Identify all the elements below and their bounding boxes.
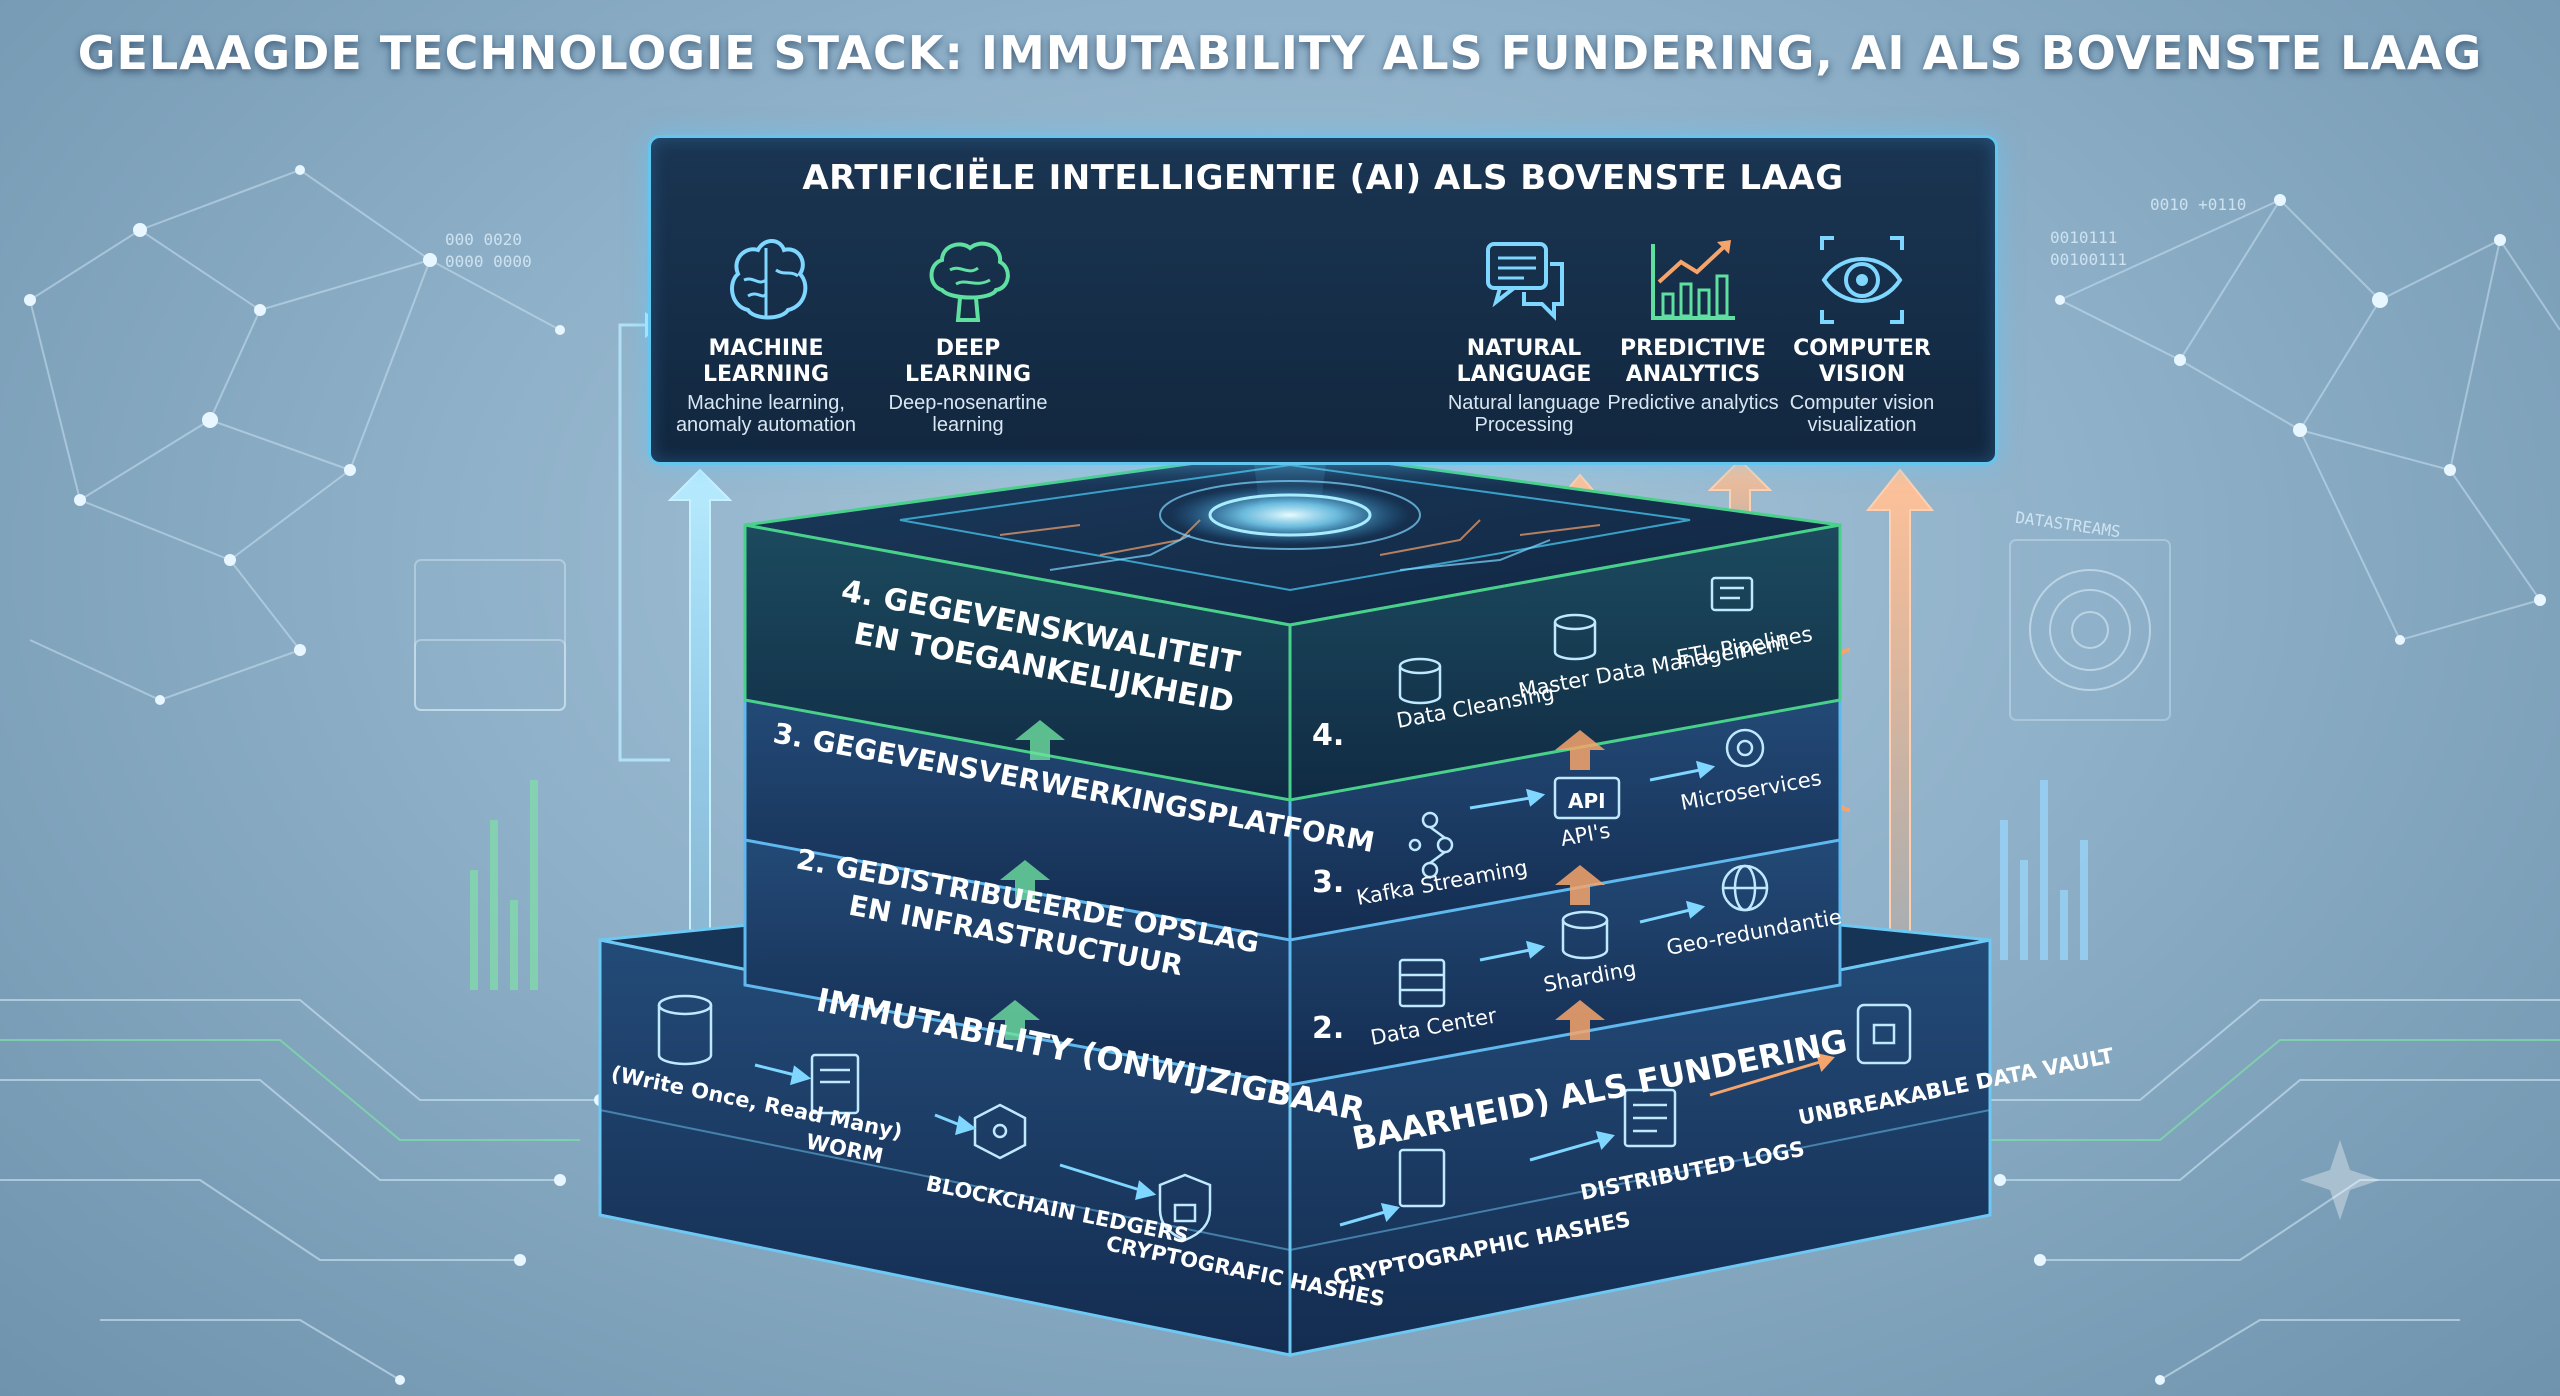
certificate-icon: [1398, 1148, 1446, 1208]
ai-item-predictive-analytics: PREDICTIVE ANALYTICS Predictive analytic…: [1598, 230, 1788, 414]
lock-shield-icon: [1158, 1173, 1212, 1242]
brain-circuit-icon: [929, 241, 1010, 322]
bits-annotation-3: 00100111: [2050, 250, 2128, 269]
ai-item-name: MACHINE LEARNING: [702, 336, 830, 387]
database-icon: [657, 994, 713, 1066]
ai-item-desc: Deep-nosenartine learning: [888, 392, 1048, 436]
ai-item-computer-vision: COMPUTER VISION Computer vision visualiz…: [1767, 230, 1957, 436]
ai-layer-panel: ARTIFICIËLE INTELLIGENTIE (AI) ALS BOVEN…: [648, 135, 1998, 465]
ai-item-desc: Natural language Processing: [1447, 392, 1601, 436]
data-cleansing-icon: [1398, 657, 1442, 705]
ai-item-name: COMPUTER VISION: [1793, 336, 1931, 387]
ai-item-machine-learning: MACHINE LEARNING Machine learning, anoma…: [671, 230, 861, 436]
bits-annotation-5: 0000 0000: [445, 252, 532, 271]
ai-item-name: PREDICTIVE ANALYTICS: [1620, 336, 1766, 387]
bits-annotation-2: 0010111: [2050, 228, 2118, 247]
bits-annotation-4: 000 0020: [445, 230, 523, 249]
layer3-number: 3.: [1312, 865, 1344, 900]
worm-documents-icon: [810, 1053, 860, 1115]
vault-icon: [1856, 1003, 1912, 1065]
bar-chart-icon: [1651, 240, 1735, 320]
ai-item-desc: Computer vision visualization: [1789, 392, 1935, 436]
ai-layer-title: ARTIFICIËLE INTELLIGENTIE (AI) ALS BOVEN…: [802, 158, 1844, 198]
sharding-icon: [1561, 910, 1609, 960]
brain-icon: [730, 239, 808, 320]
logs-icon: [1623, 1088, 1677, 1148]
master-data-icon: [1553, 613, 1597, 661]
kafka-icon: [1408, 811, 1454, 879]
api-icon: [1553, 776, 1621, 820]
ai-item-natural-language: NATURAL LANGUAGE Natural language Proces…: [1429, 230, 1619, 436]
blockchain-icon: [973, 1103, 1027, 1160]
ai-item-desc: Predictive analytics: [1607, 392, 1779, 414]
chat-icon: [1486, 242, 1564, 321]
globe-icon: [1721, 864, 1769, 912]
ai-item-name: NATURAL LANGUAGE: [1456, 336, 1592, 387]
ai-item-name: DEEP LEARNING: [904, 336, 1032, 387]
up-arrow-left: [667, 468, 733, 931]
up-arrow-right: [1865, 468, 1935, 1001]
layer4-number: 4.: [1312, 718, 1344, 753]
data-center-icon: [1398, 958, 1446, 1008]
api-badge-text: API: [1568, 789, 1606, 813]
gear-icon: [1725, 728, 1765, 768]
page-title: GELAAGDE TECHNOLOGIE STACK: IMMUTABILITY…: [77, 26, 2483, 80]
ai-item-deep-learning: DEEP LEARNING Deep-nosenartine learning: [873, 230, 1063, 436]
ai-item-desc: Machine learning, anomaly automation: [675, 392, 857, 436]
eye-icon: [1820, 236, 1904, 324]
layer2-number: 2.: [1312, 1011, 1344, 1046]
etl-pipelines-icon: [1710, 576, 1754, 612]
bits-annotation-1: 0010 +0110: [2150, 195, 2247, 214]
